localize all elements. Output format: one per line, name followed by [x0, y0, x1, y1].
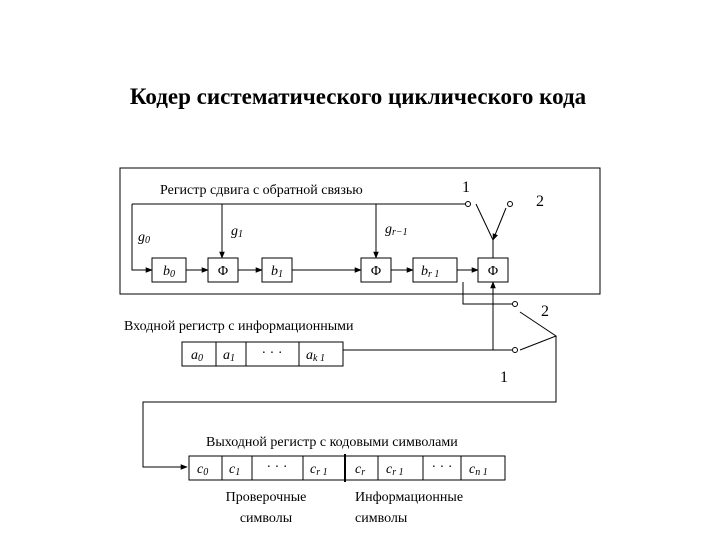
- page-title: Кодер систематического циклического кода: [130, 84, 587, 109]
- switch-top-arm-2: [492, 207, 507, 241]
- output-cell-cr-1: cr 1: [302, 455, 346, 481]
- switch-top-contact-1: [465, 201, 471, 207]
- svg-text:a0: a0: [191, 348, 203, 364]
- switch-top-contact-2: [507, 201, 513, 207]
- svg-text:b1: b1: [271, 264, 283, 280]
- input-cell-ak-1: ak 1: [298, 341, 344, 367]
- svg-text:· · ·: · · ·: [262, 346, 283, 361]
- svg-text:· · ·: · · ·: [267, 460, 288, 475]
- switch-top-arm-1: [475, 203, 494, 241]
- switch-top-label-2: 2: [536, 193, 544, 210]
- info-symbols-label: Информационные: [355, 490, 463, 505]
- check-symbols-label: Проверочные: [226, 490, 307, 505]
- coeff-g1: g1: [231, 224, 243, 240]
- svg-text:c0: c0: [197, 462, 208, 478]
- switch-bottom-contact-1: [512, 347, 518, 353]
- coeff-gr-1: gr−1: [385, 222, 408, 238]
- svg-text:Φ: Φ: [371, 264, 381, 279]
- input-cell-dots: · · ·: [245, 341, 300, 367]
- output-cell-cn-1: cn 1: [460, 455, 506, 481]
- switch-top-label-1: 1: [462, 179, 470, 196]
- switch-bottom-out: [142, 336, 557, 470]
- svg-text:Φ: Φ: [218, 264, 228, 279]
- input-register-label: Входной регистр с информационными: [124, 319, 354, 334]
- input-cell-a0: a0: [181, 341, 217, 367]
- switch-bottom-label-2: 2: [541, 303, 549, 320]
- shift-cell-b0: b0: [151, 257, 187, 283]
- svg-text:a1: a1: [223, 348, 235, 364]
- switch-bottom-label-1: 1: [500, 369, 508, 386]
- svg-text:cn 1: cn 1: [469, 462, 488, 478]
- shift-adder-out: Φ: [477, 257, 509, 283]
- svg-text:cr 1: cr 1: [386, 462, 404, 478]
- shift-adder-1: Φ: [207, 257, 239, 283]
- svg-text:b0: b0: [163, 264, 175, 280]
- output-cell-cr: cr: [344, 455, 379, 481]
- info-symbols-label-2: символы: [355, 511, 408, 526]
- svg-text:cr 1: cr 1: [310, 462, 328, 478]
- svg-text:cr: cr: [355, 462, 365, 478]
- feedback-g0: [131, 204, 153, 273]
- output-cell-dots-2: · · ·: [422, 455, 462, 481]
- output-cell-dots-1: · · ·: [251, 455, 304, 481]
- output-cell-c1: c1: [221, 455, 253, 481]
- shift-register-frame: [119, 167, 601, 295]
- svg-text:c1: c1: [229, 462, 240, 478]
- shift-register-label: Регистр сдвига с обратной связью: [160, 183, 363, 198]
- output-register-label: Выходной регистр с кодовыми символами: [206, 435, 458, 450]
- shift-adder-2: Φ: [360, 257, 392, 283]
- svg-text:br 1: br 1: [421, 264, 439, 280]
- check-symbols-label-2: символы: [240, 511, 293, 526]
- adder-out-line: [462, 282, 512, 305]
- svg-text:· · ·: · · ·: [432, 460, 453, 475]
- input-cell-a1: a1: [215, 341, 247, 367]
- switch-bottom-arm: [519, 311, 558, 351]
- coeff-g0: g0: [138, 230, 150, 246]
- switch-bottom-contact-2: [512, 301, 518, 307]
- output-cell-c0: c0: [188, 455, 223, 481]
- shift-cell-b1: b1: [261, 257, 293, 283]
- svg-text:Φ: Φ: [488, 264, 498, 279]
- svg-text:ak 1: ak 1: [306, 348, 325, 364]
- output-cell-cr+1: cr 1: [377, 455, 424, 481]
- shift-cell-br-1: br 1: [412, 257, 458, 283]
